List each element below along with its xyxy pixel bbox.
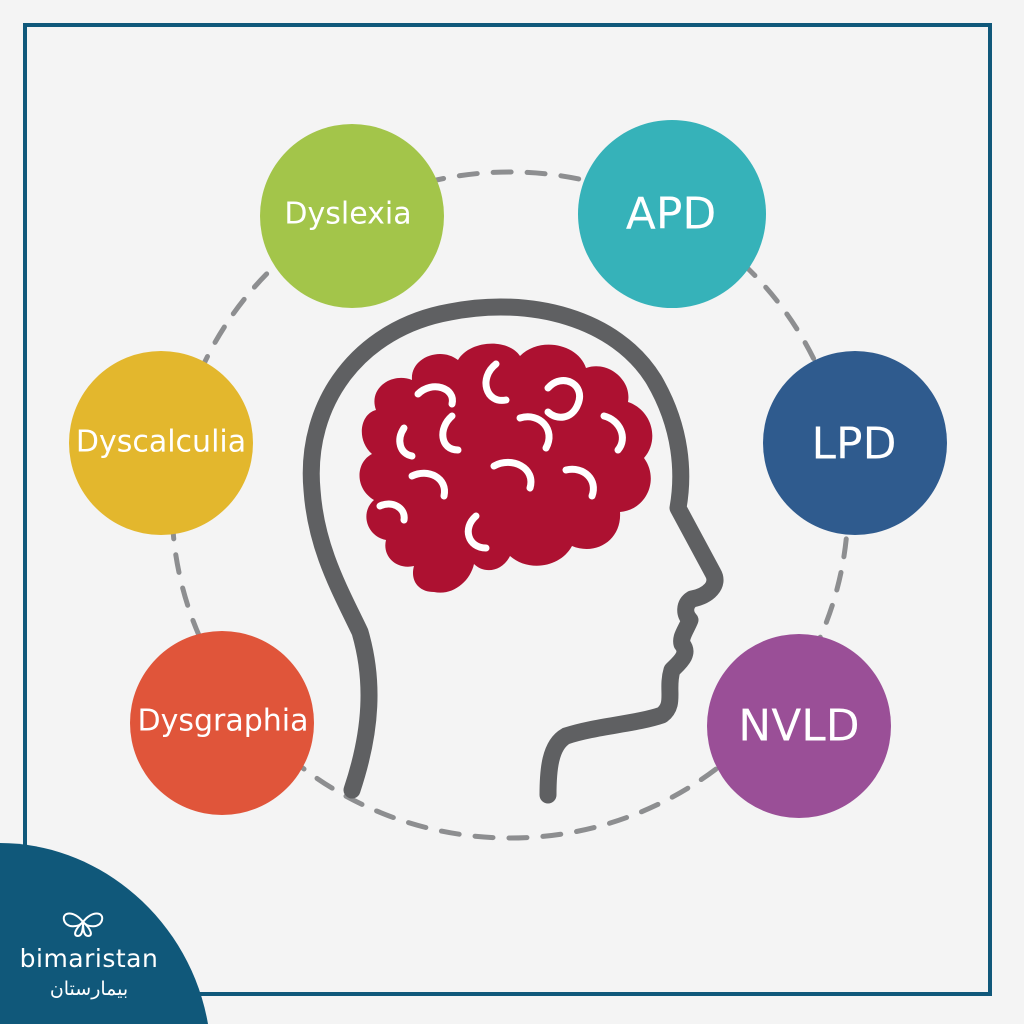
node-label-lpd: LPD xyxy=(812,419,897,470)
node-circle xyxy=(260,124,444,308)
node-apd: APD xyxy=(578,120,766,308)
brain-shape xyxy=(359,343,653,593)
node-dyslexia: Dyslexia xyxy=(260,124,444,308)
node-circle xyxy=(69,351,253,535)
border-frame xyxy=(23,23,992,996)
brand-name-arabic: بيمارستان xyxy=(49,978,129,1000)
node-label-dyslexia: Dyslexia xyxy=(284,197,411,232)
node-circle xyxy=(763,351,947,535)
node-label-dyscalculia: Dyscalculia xyxy=(76,425,246,460)
head-with-brain-icon xyxy=(302,298,724,804)
node-circle xyxy=(707,634,891,818)
node-circle xyxy=(130,631,314,815)
brain-folds xyxy=(376,360,626,552)
node-dysgraphia: Dysgraphia xyxy=(130,631,314,815)
node-label-nvld: NVLD xyxy=(738,701,859,752)
node-lpd: LPD xyxy=(763,351,947,535)
node-nvld: NVLD xyxy=(707,634,891,818)
brain-icon xyxy=(359,343,653,593)
head-outline xyxy=(302,298,724,804)
node-label-apd: APD xyxy=(626,189,717,240)
node-label-dysgraphia: Dysgraphia xyxy=(137,704,308,739)
node-dyscalculia: Dyscalculia xyxy=(69,351,253,535)
node-circle xyxy=(578,120,766,308)
brand-name: bimaristan xyxy=(19,944,159,973)
